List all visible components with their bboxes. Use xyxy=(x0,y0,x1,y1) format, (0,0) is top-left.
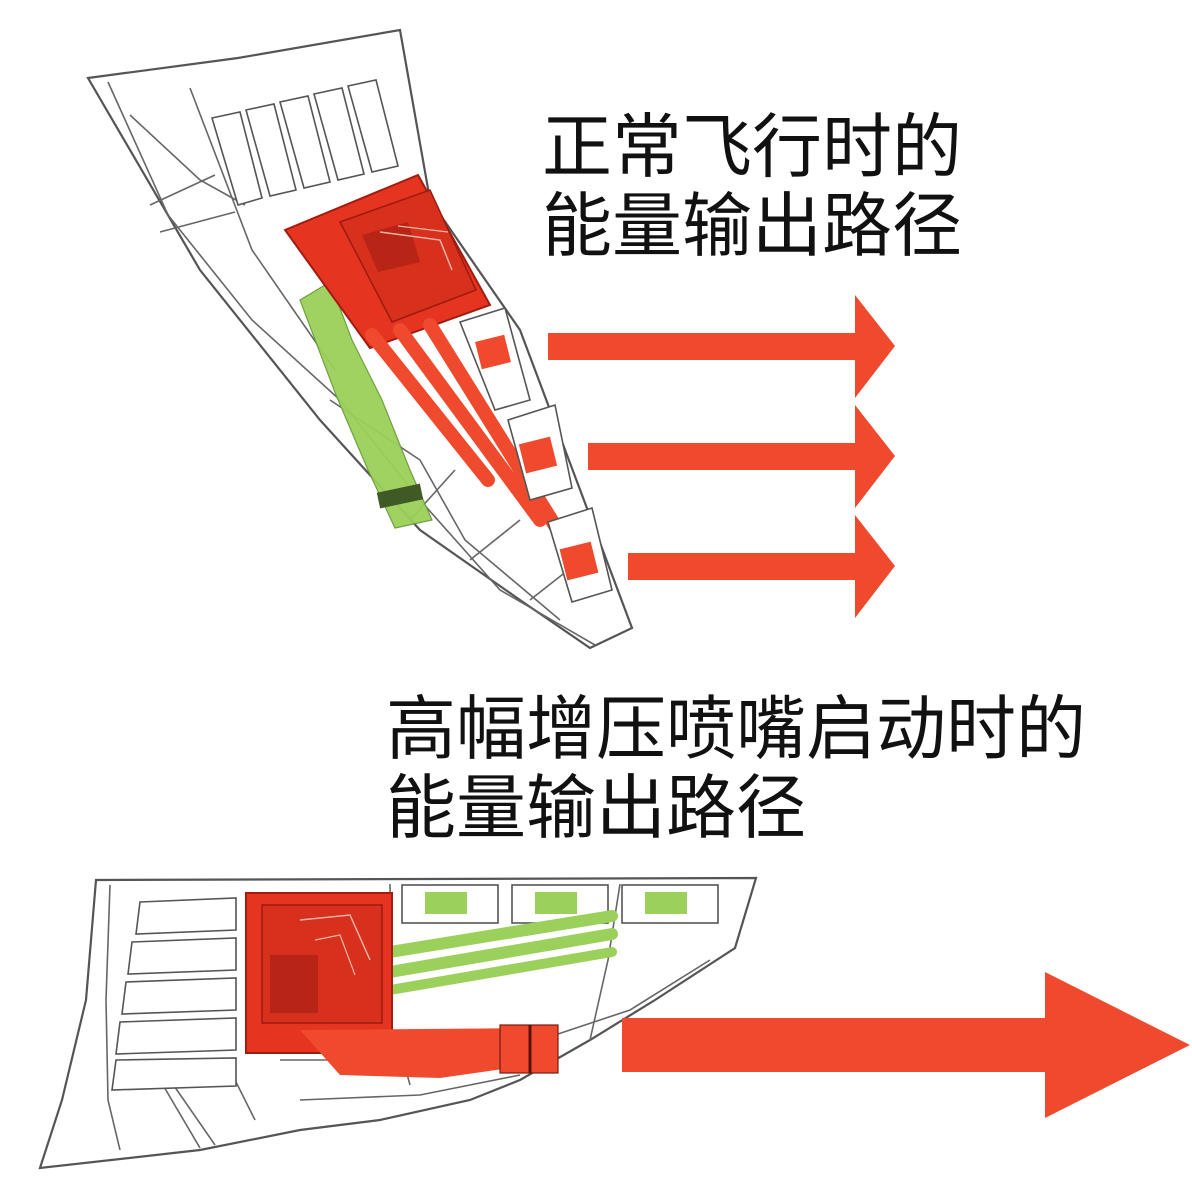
bottom-red-channel xyxy=(300,1024,559,1078)
bottom-energy-core xyxy=(245,892,393,1054)
top-green-clamp xyxy=(376,483,424,509)
top-arrow-1 xyxy=(548,295,895,398)
bottom-top-boxes xyxy=(401,884,719,924)
bottom-caption-line1: 高幅增压喷嘴启动时的 xyxy=(386,688,1086,770)
bottom-nozzle-vanes xyxy=(111,897,237,1091)
top-caption-line1: 正常飞行时的 xyxy=(542,106,962,188)
top-caption: 正常飞行时的 能量输出路径 xyxy=(542,106,962,268)
bottom-nozzle-diagram xyxy=(38,876,1190,1170)
top-outlet-boxes xyxy=(458,306,613,603)
bottom-caption-line2: 能量输出路径 xyxy=(386,767,806,850)
bottom-output-arrow xyxy=(622,972,1190,1118)
bottom-green-streams xyxy=(384,910,618,995)
top-energy-core xyxy=(283,173,492,350)
top-nozzle-diagram xyxy=(86,28,895,650)
top-arrow-2 xyxy=(588,405,895,508)
top-nozzle-body xyxy=(86,28,634,650)
top-output-arrows xyxy=(548,295,895,618)
bottom-caption: 高幅增压喷嘴启动时的 能量输出路径 xyxy=(386,688,1086,850)
top-caption-line2: 能量输出路径 xyxy=(542,185,962,268)
top-arrow-3 xyxy=(628,515,895,618)
top-nozzle-vanes xyxy=(210,79,399,206)
